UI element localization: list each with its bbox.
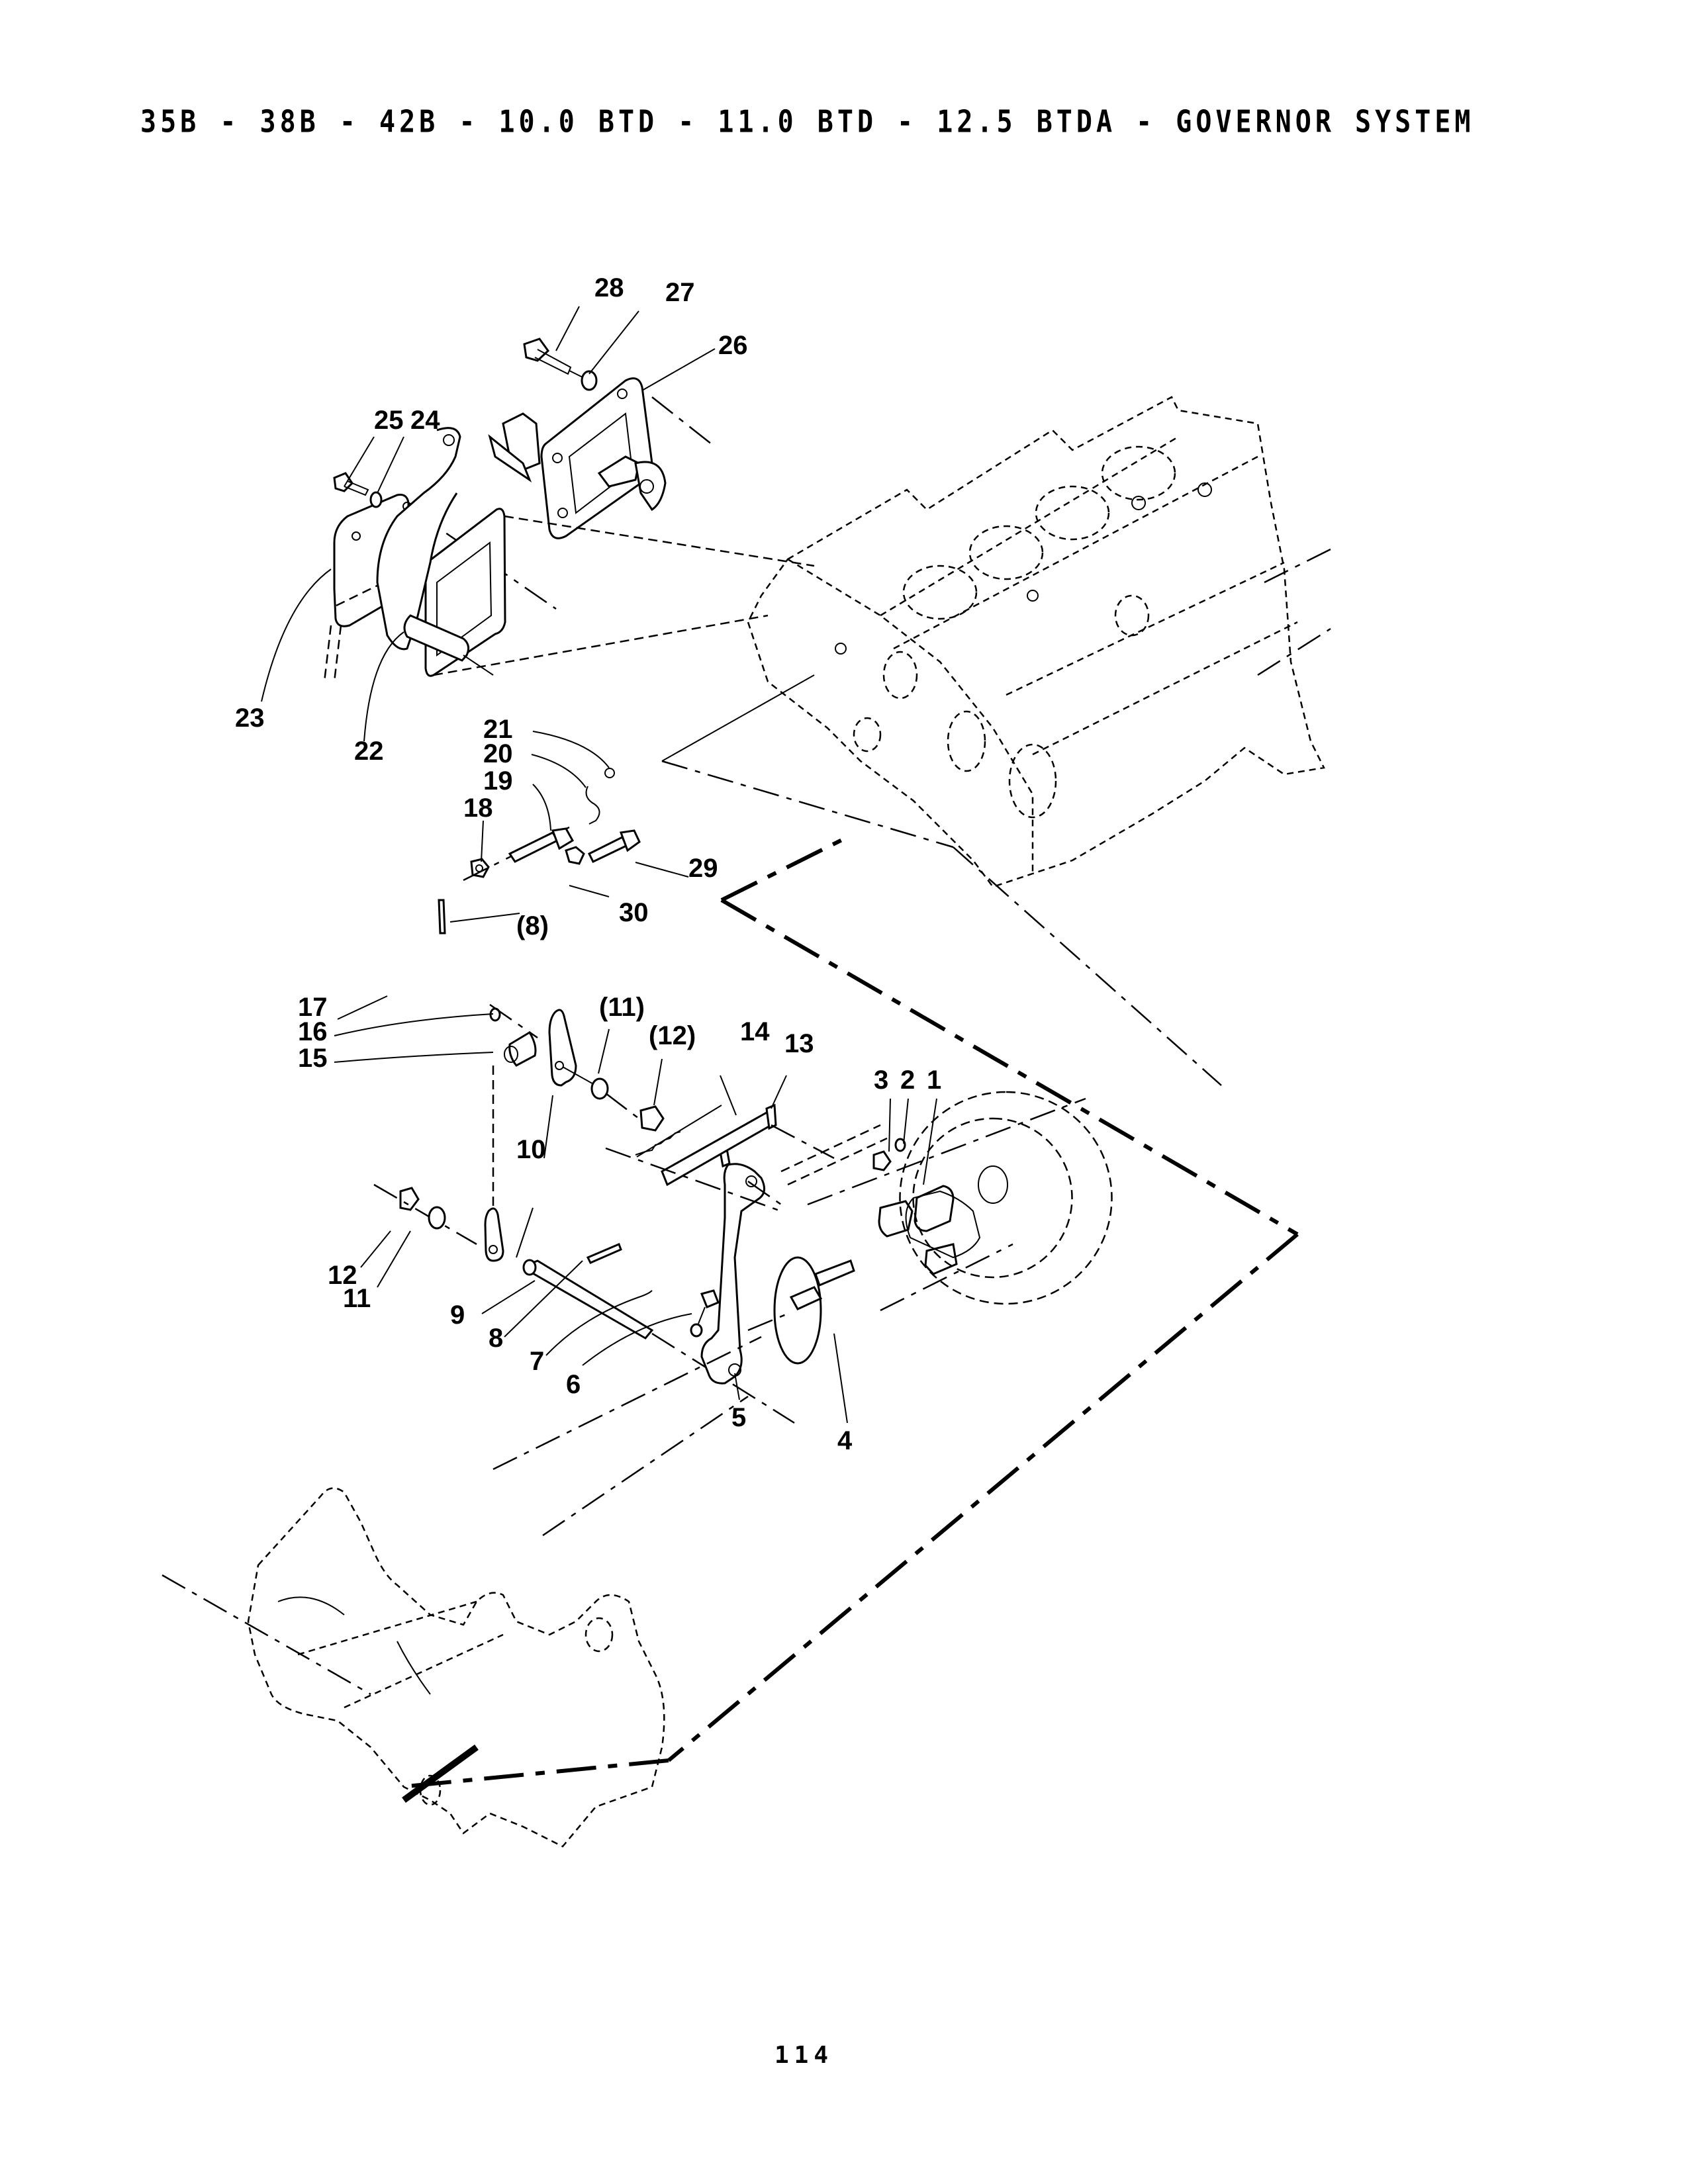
spring-and-upper-lever-10 [489,1003,665,1214]
cover-bolt-and-washer [523,338,598,391]
governor-shaft-9 [522,1243,795,1424]
callout-3: 3 [874,1066,888,1095]
page-title: 35B - 38B - 42B - 10.0 BTD - 11.0 BTD - … [140,105,1475,140]
pin-8-ref [438,899,446,934]
callout-16: 16 [298,1017,328,1046]
callout-20: 20 [483,739,513,768]
callout-28: 28 [594,273,624,302]
callout-leader-lines [261,306,937,1424]
callout-5: 5 [731,1403,746,1432]
callout-19: 19 [483,766,513,796]
page-number: 114 [774,2042,834,2069]
callout-29: 29 [688,854,718,883]
phantom-center-lines [162,548,1331,1789]
callout-25: 25 [374,406,404,435]
callout-8: 8 [489,1324,503,1353]
callout-7: 7 [530,1347,544,1376]
governor-weight-assembly [807,1091,1113,1312]
governor-lever-17 [376,427,494,676]
callout-13: 13 [784,1029,814,1058]
callout-2: 2 [900,1066,915,1095]
fork-lever-5 [700,1147,782,1385]
callout-15: 15 [298,1044,328,1073]
governor-cover-assembly [488,377,716,539]
timing-gear-case-phantom [247,1487,665,1848]
callout-12: 12 [328,1261,357,1290]
callout-9: 9 [450,1300,465,1330]
callout-12-ref: (12) [649,1021,696,1050]
callout-11-ref: (11) [599,993,645,1022]
callout-10-upper: 10 [516,1135,546,1164]
engine-block-phantom [747,396,1325,888]
callout-23: 23 [235,704,265,733]
callout-17: 17 [298,993,328,1022]
callout-30: 30 [619,898,649,927]
callout-11: 11 [343,1284,371,1313]
callout-6: 6 [566,1370,581,1399]
small-hardware-upper [463,768,641,882]
sleeve-plate-4 [747,1256,855,1365]
callout-21: 21 [483,715,513,744]
lower-lever-10-hardware [373,1183,504,1262]
callout-4: 4 [837,1426,853,1455]
callout-24: 24 [410,406,440,435]
callout-8-ref: (8) [516,911,549,940]
callout-22: 22 [354,737,384,766]
callout-26: 26 [718,331,748,360]
callout-18: 18 [463,794,493,823]
callout-27: 27 [665,278,695,307]
callout-14: 14 [740,1017,770,1046]
callout-labels: 28 27 26 25 24 23 22 21 20 19 18 29 30 (… [235,273,941,1455]
callout-1: 1 [927,1066,941,1095]
link-13-spring-14 [605,1103,888,1212]
gasket [424,508,815,677]
